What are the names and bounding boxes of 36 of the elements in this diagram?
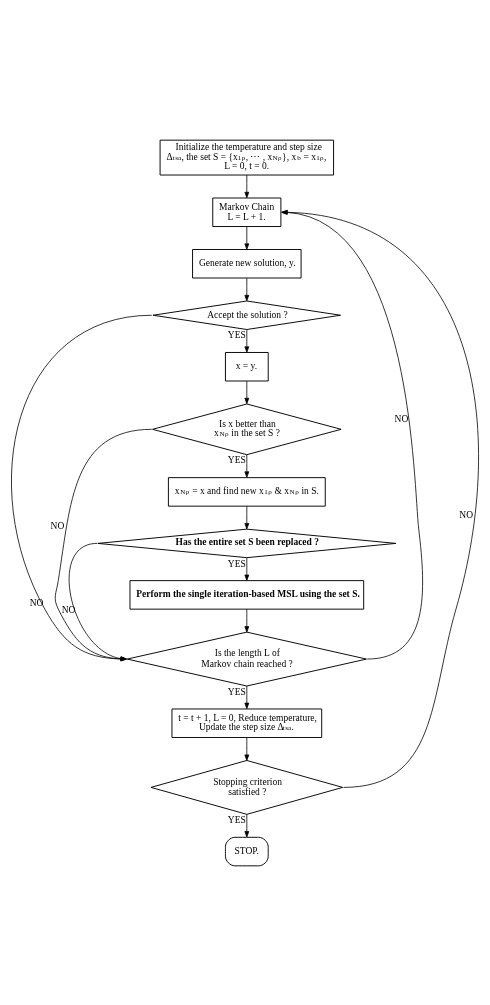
edge-label: NO [459, 509, 474, 520]
arrow [244, 556, 250, 581]
arrow [244, 813, 250, 837]
arrow [244, 505, 250, 529]
node-box: Generate new solution, y. [192, 248, 302, 278]
arrow [54, 428, 153, 661]
edge-label: NO [50, 520, 65, 531]
arrow [281, 209, 423, 659]
node-box: x = y. [224, 351, 269, 381]
arrow [244, 225, 250, 250]
node-diamond: Is the length L of Markov chain reached ? [126, 631, 367, 686]
arrow [11, 314, 153, 661]
edge-label: YES [227, 329, 246, 340]
edge-label: YES [227, 454, 246, 465]
edge-label: YES [227, 558, 246, 569]
node-diamond: Stopping criterion satisfied ? [150, 759, 344, 815]
arrow [244, 277, 250, 301]
arrow [244, 380, 250, 404]
arrow [244, 736, 250, 761]
arrow [281, 209, 479, 788]
arrow [244, 608, 250, 632]
edge-label: NO [29, 597, 44, 608]
arrow [68, 542, 127, 661]
node-diamond: Has the entire set S been replaced ? [97, 528, 397, 558]
edge-label: NO [61, 604, 76, 615]
edge-label: NO [394, 413, 409, 424]
arrow [244, 454, 250, 478]
edge-label: YES [227, 814, 246, 825]
node-box: Perform the single iteration-based MSL using the set S. [129, 579, 365, 610]
edge-label: YES [227, 686, 246, 697]
arrow [244, 328, 250, 353]
node-diamond: Accept the solution ? [152, 300, 341, 330]
node-box: Markov Chain L = L + 1. [212, 197, 282, 227]
arrow [244, 174, 250, 198]
arrow [244, 685, 250, 709]
node-box: STOP. [224, 836, 269, 866]
